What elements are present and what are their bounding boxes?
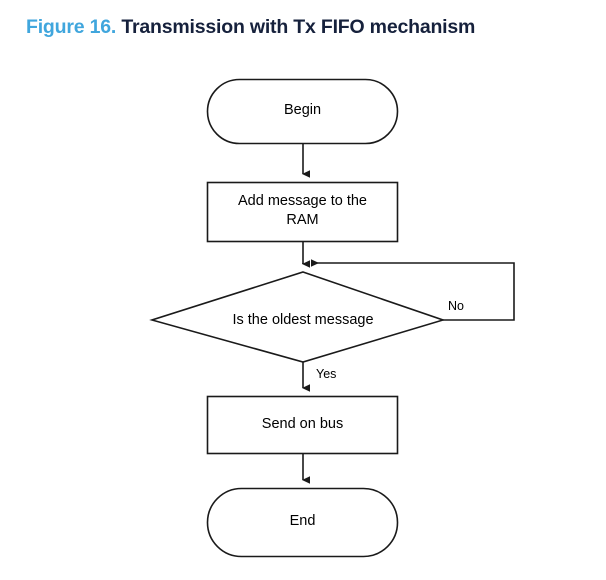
node-end-shape	[206, 487, 399, 558]
figure-title: Transmission with Tx FIFO mechanism	[121, 16, 476, 38]
node-begin-shape	[206, 78, 399, 145]
figure-number: Figure 16.	[26, 16, 117, 38]
node-add-ram-shape	[206, 181, 399, 243]
edge-no-loop	[311, 259, 515, 321]
node-decision-shape	[149, 271, 446, 363]
figure-caption: Figure 16. Transmission with Tx FIFO mec…	[26, 12, 586, 42]
node-send-bus-shape	[206, 395, 399, 455]
